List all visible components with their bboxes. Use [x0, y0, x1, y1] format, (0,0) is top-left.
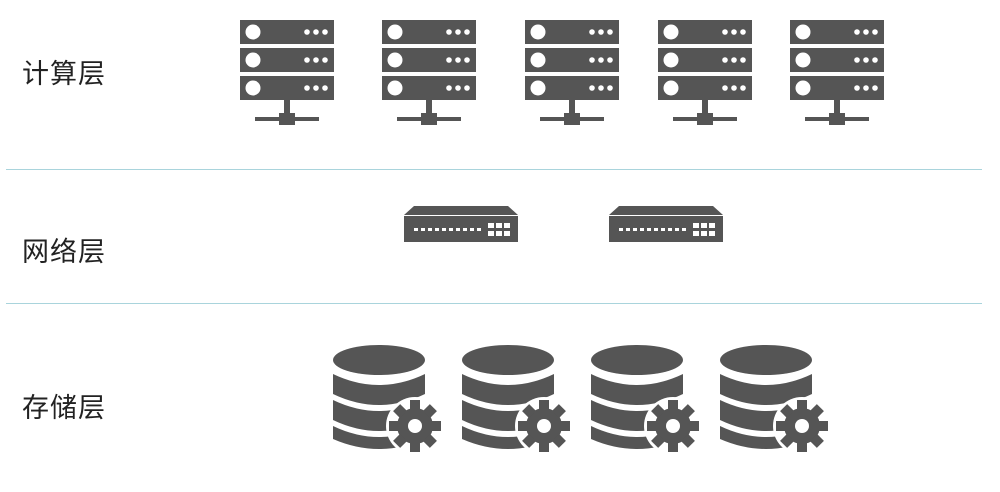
server-rack-icon [525, 20, 619, 126]
network-switch-icon [404, 206, 518, 242]
layer-divider [6, 303, 982, 304]
server-rack-icon [658, 20, 752, 126]
network-switch-icon [609, 206, 723, 242]
server-rack-icon [382, 20, 476, 126]
network-layer-label: 网络层 [22, 237, 106, 268]
database-gear-icon [332, 344, 444, 456]
compute-layer-label: 计算层 [22, 59, 106, 90]
server-rack-icon [240, 20, 334, 126]
database-gear-icon [590, 344, 702, 456]
database-gear-icon [719, 344, 831, 456]
layer-divider [6, 169, 982, 170]
server-rack-icon [790, 20, 884, 126]
database-gear-icon [461, 344, 573, 456]
storage-layer-label: 存储层 [22, 393, 106, 424]
